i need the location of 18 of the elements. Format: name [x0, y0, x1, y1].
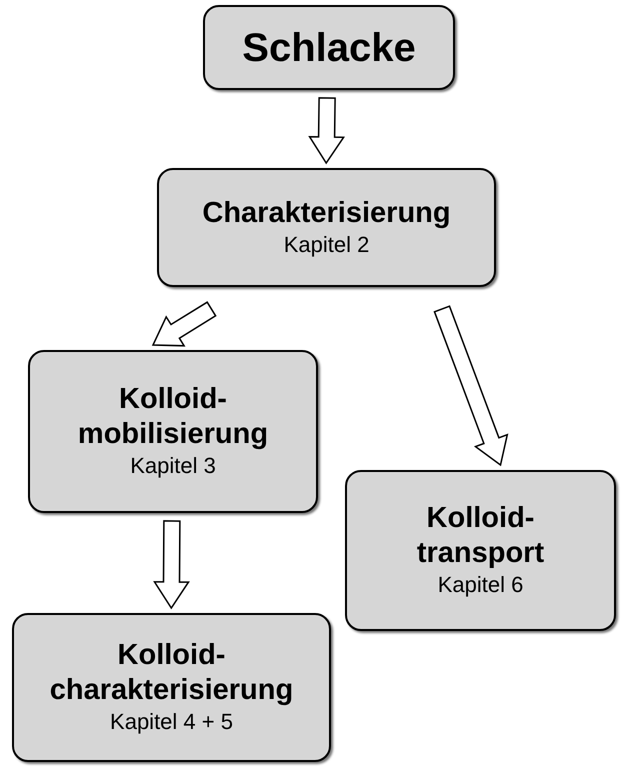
process-box: [203, 5, 455, 90]
block-arrow: [434, 305, 508, 466]
chapter-label: Kapitel 3: [130, 452, 216, 480]
process-box: [12, 613, 331, 762]
box-title: Kolloid- transport: [416, 501, 546, 571]
process-box: [157, 168, 496, 287]
chapter-label: Kapitel 2: [284, 230, 370, 259]
chapter-label: Kapitel 4 + 5: [110, 708, 233, 736]
box-title: Charakterisierung: [201, 196, 452, 231]
chapter-label: Kapitel 6: [438, 571, 524, 599]
process-box: [345, 470, 616, 631]
box-title: Kolloid- mobilisierung: [76, 382, 270, 452]
block-arrow: [152, 301, 217, 347]
block-arrow: [153, 520, 190, 610]
box-title: Schlacke: [241, 24, 417, 72]
block-arrow: [308, 97, 345, 164]
process-box: [28, 350, 318, 513]
box-title: Kolloid- charakterisierung: [48, 638, 294, 708]
